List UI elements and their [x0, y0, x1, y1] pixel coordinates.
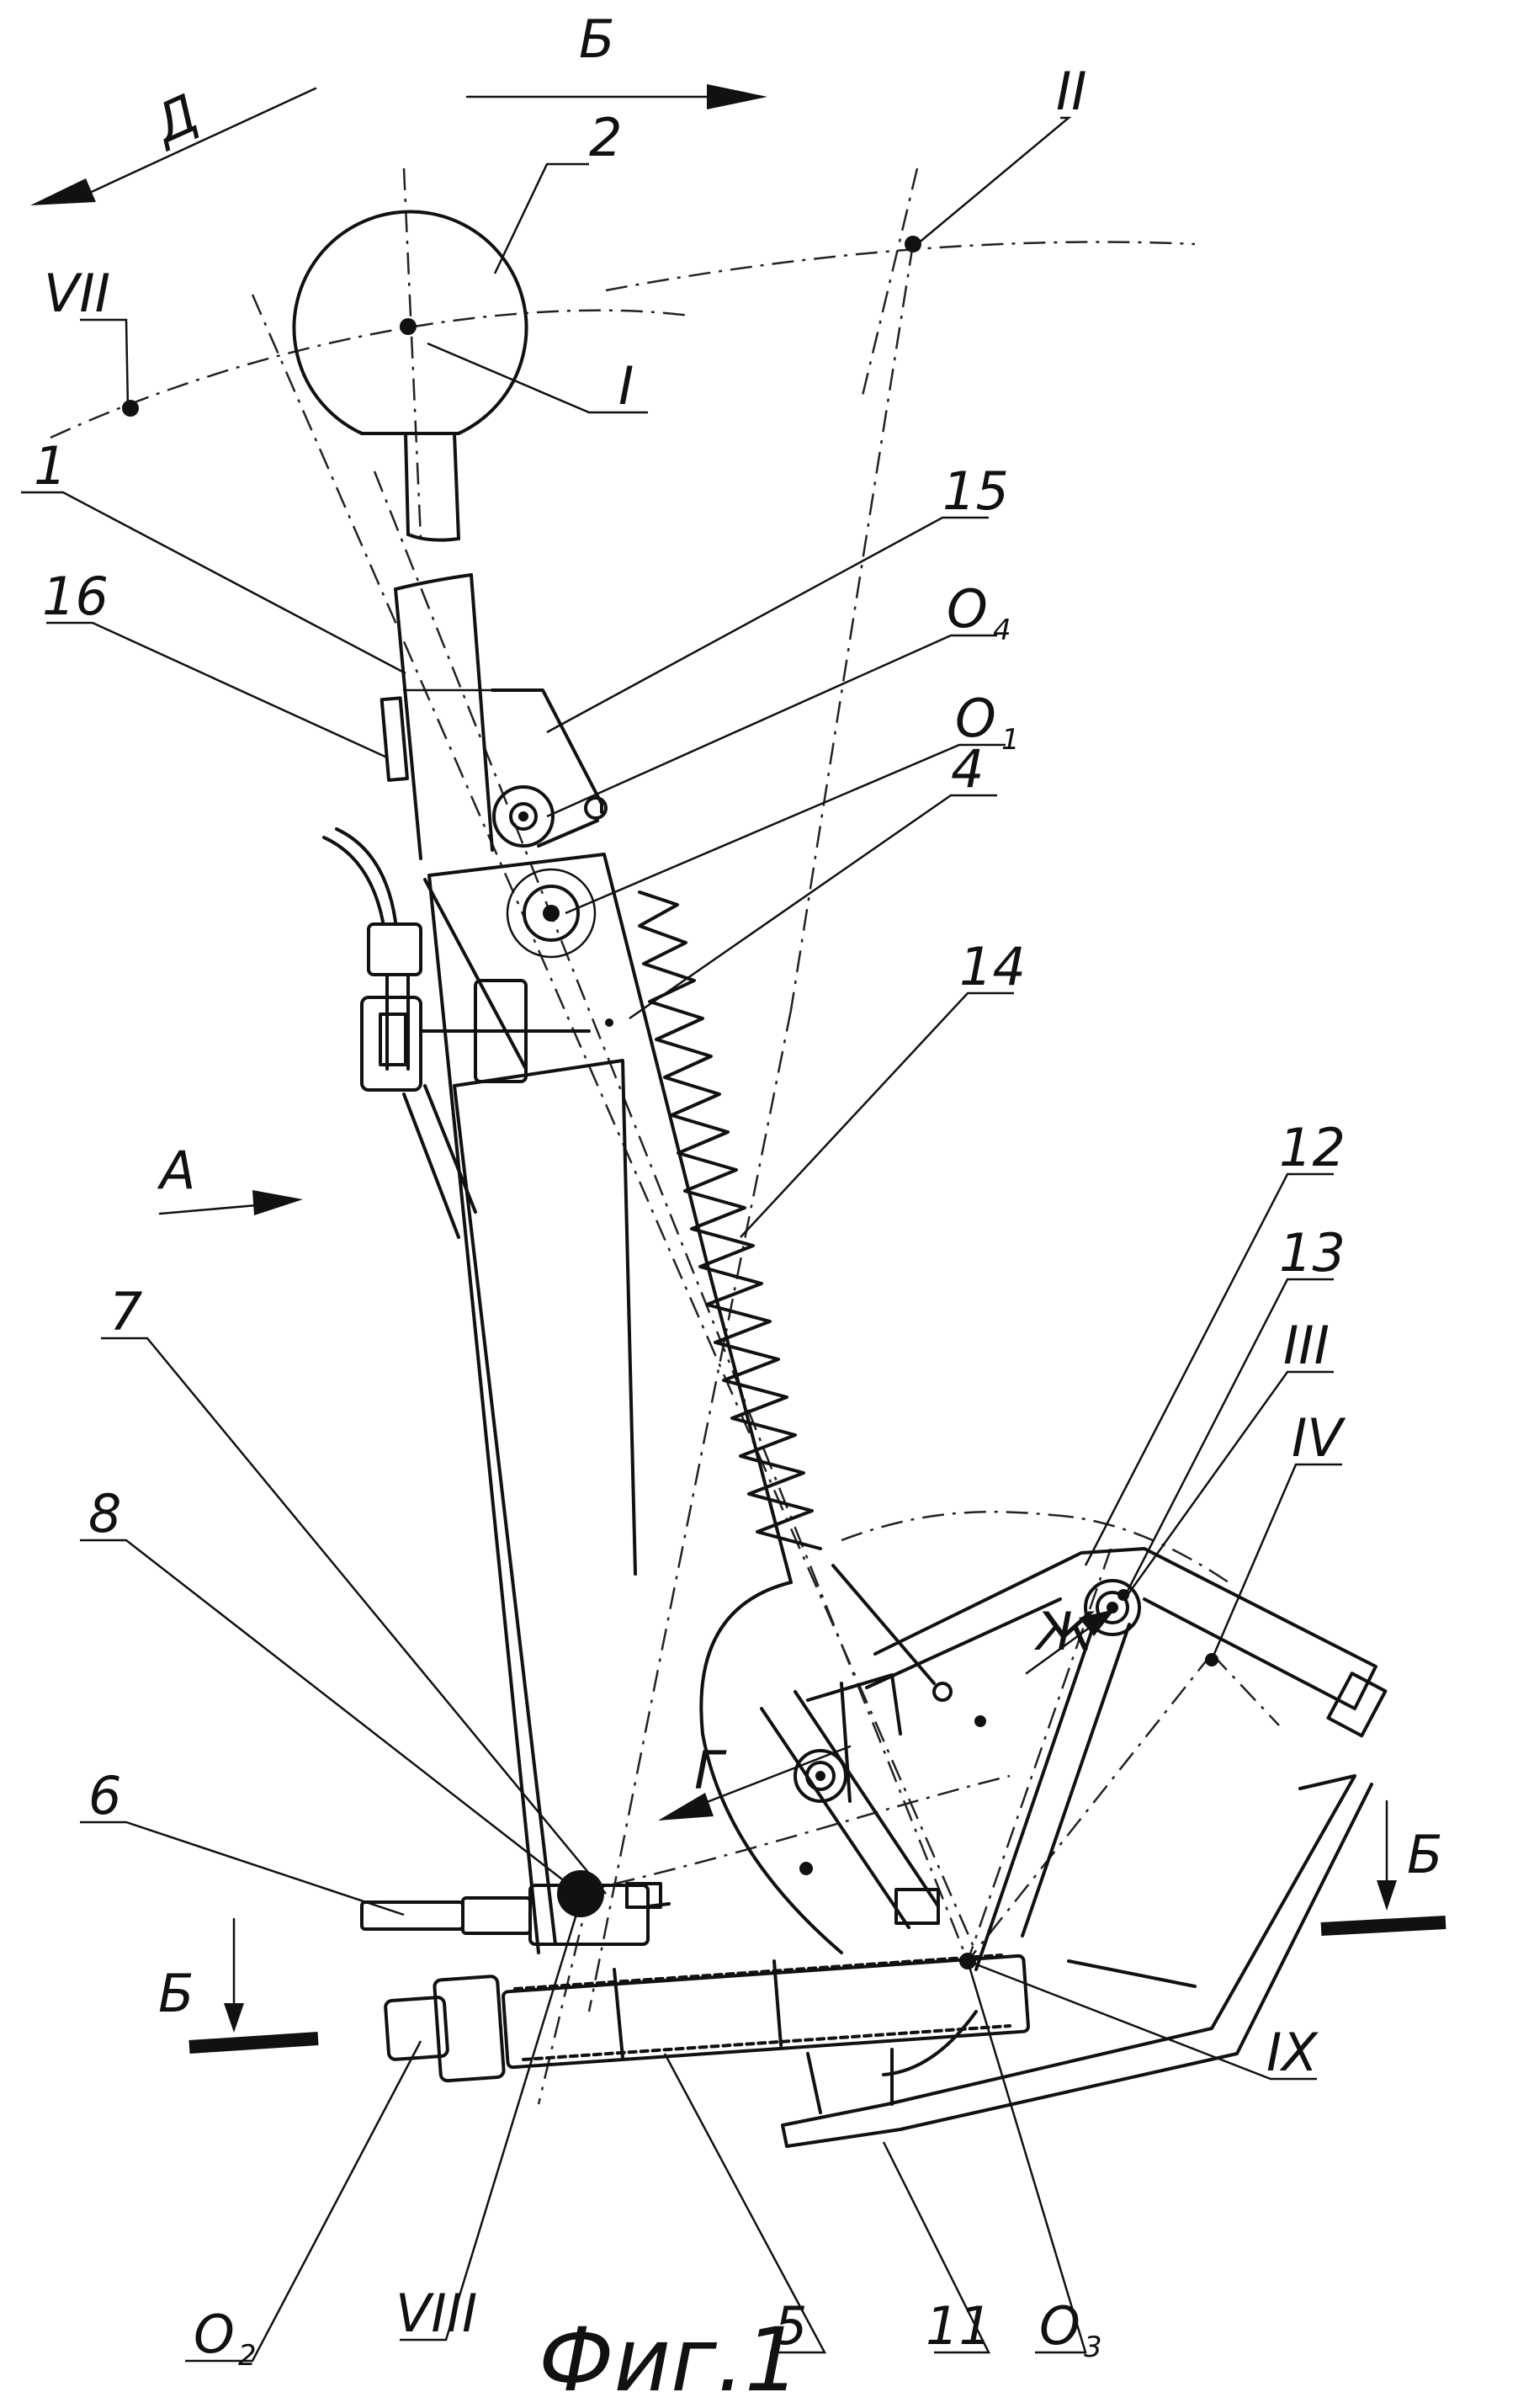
sensor-assembly [324, 829, 589, 1237]
direction-label-A: А [157, 1140, 195, 1201]
label-pos-IX: IX [1266, 2022, 1319, 2083]
label-pos-III: III [1283, 1315, 1330, 1376]
label-pos-IV: IV [1292, 1407, 1346, 1469]
label-O1-sub: 1 [1001, 723, 1020, 757]
label-O1: О [955, 688, 996, 749]
label-pos-II: II [1056, 61, 1087, 122]
label-pos-I: I [618, 355, 634, 417]
position-VII-point [122, 400, 139, 417]
section-label-right: Б [1407, 1824, 1443, 1885]
label-pos-VIII: VIII [395, 2283, 477, 2344]
label-16: 16 [42, 566, 109, 627]
label-O4-sub: 4 [993, 614, 1011, 647]
label-O3-sub: 3 [1084, 2331, 1102, 2364]
label-7: 7 [109, 1281, 142, 1342]
pedal-11 [783, 1776, 1372, 2146]
pivot-labels: О 4 О 1 О 2 О 3 [194, 578, 1102, 2373]
label-pos-VII: VII [44, 263, 110, 324]
label-2: 2 [589, 107, 622, 168]
cam-plate [701, 1582, 976, 1969]
figure-caption: Фиг.1 [539, 2309, 800, 2408]
label-11: 11 [926, 2295, 992, 2357]
direction-label-D: Д [142, 82, 207, 157]
label-O4: О [947, 578, 988, 640]
spring-14 [640, 892, 951, 1700]
pad-16 [382, 698, 407, 780]
lever-1 [382, 575, 526, 1069]
label-1: 1 [34, 435, 66, 497]
position-I-point [400, 318, 417, 335]
leader-lines [21, 118, 1342, 2361]
lever-12 [867, 1549, 1385, 1969]
label-12: 12 [1279, 1117, 1346, 1178]
direction-arrow-A: А [157, 1140, 303, 1215]
section-marker-left: Б [158, 1919, 318, 2047]
direction-label-B: Б [579, 8, 615, 70]
label-13: 13 [1279, 1222, 1346, 1284]
label-O2: О [194, 2304, 235, 2365]
direction-arrow-B: Б [467, 8, 767, 109]
label-O3: О [1039, 2295, 1080, 2357]
direction-arrow-Zh: Ж [1027, 1601, 1115, 1673]
label-8: 8 [88, 1483, 121, 1544]
label-O2-sub: 2 [238, 2339, 257, 2373]
label-6: 6 [88, 1765, 121, 1826]
label-14: 14 [959, 936, 1026, 997]
construction-lines [50, 168, 1279, 2104]
direction-arrow-D: Д [30, 82, 316, 205]
label-15: 15 [942, 460, 1009, 522]
cylinder-5 [385, 1955, 1029, 2081]
position-labels: I II VII III IV VIII IX [44, 61, 1346, 2344]
section-label-left: Б [158, 1963, 194, 2024]
section-marker-right: Б [1321, 1801, 1446, 1929]
position-II-point [905, 236, 921, 252]
bracket-15 [404, 690, 606, 846]
knob-2 [294, 212, 526, 540]
